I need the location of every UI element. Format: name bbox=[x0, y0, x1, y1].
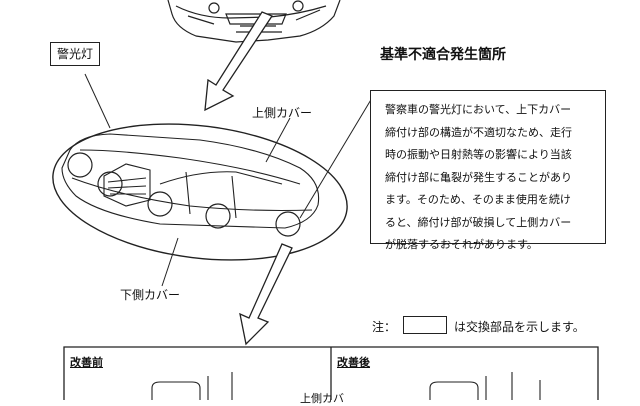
fastener-markers bbox=[67, 152, 301, 237]
leader-defect-location bbox=[299, 97, 373, 219]
upper-cover-label: 上側カバー bbox=[252, 106, 313, 120]
arrow-lamp-to-panel bbox=[239, 243, 293, 346]
warning-light-label: 警光灯 bbox=[50, 42, 101, 66]
bottom-upper-cover-label: 上側カバ bbox=[300, 392, 344, 405]
description-line: 締付け部に亀裂が発生することがあり bbox=[385, 170, 572, 184]
comparison-panel bbox=[63, 346, 599, 400]
leader-lower-cover bbox=[161, 237, 179, 287]
description-line: ると、締付け部が破損して上側カバー bbox=[385, 215, 572, 229]
lamp-focus-ellipse bbox=[52, 123, 348, 261]
leader-warning-light bbox=[84, 73, 111, 129]
description-line: ます。そのため、そのまま使用を続け bbox=[385, 193, 571, 206]
description-line: 警察車の警光灯において、上下カバー bbox=[385, 103, 572, 116]
note-prefix: 注： bbox=[372, 320, 397, 334]
before-title: 改善前 bbox=[70, 356, 103, 369]
replacement-part-legend-swatch bbox=[403, 316, 447, 334]
note-suffix: は交換部品を示します。 bbox=[454, 320, 585, 334]
after-title: 改善後 bbox=[337, 356, 370, 369]
lower-cover-label: 下側カバー bbox=[120, 288, 181, 302]
leader-upper-cover bbox=[265, 117, 291, 163]
arrow-car-to-lamp bbox=[204, 11, 273, 112]
defect-description-box: 警察車の警光灯において、上下カバー 締付け部の構造が不適切なため、走行 時の振動… bbox=[370, 90, 606, 251]
description-line: 時の振動や日射熱等の影響により当該 bbox=[385, 148, 572, 161]
defect-location-heading: 基準不適合発生箇所 bbox=[380, 47, 506, 63]
light-bar bbox=[61, 133, 320, 229]
description-line: 締付け部の構造が不適切なため、走行 bbox=[385, 125, 572, 139]
part-sketches bbox=[151, 372, 541, 400]
description-line: が脱落するおそれがあります。 bbox=[385, 238, 538, 251]
